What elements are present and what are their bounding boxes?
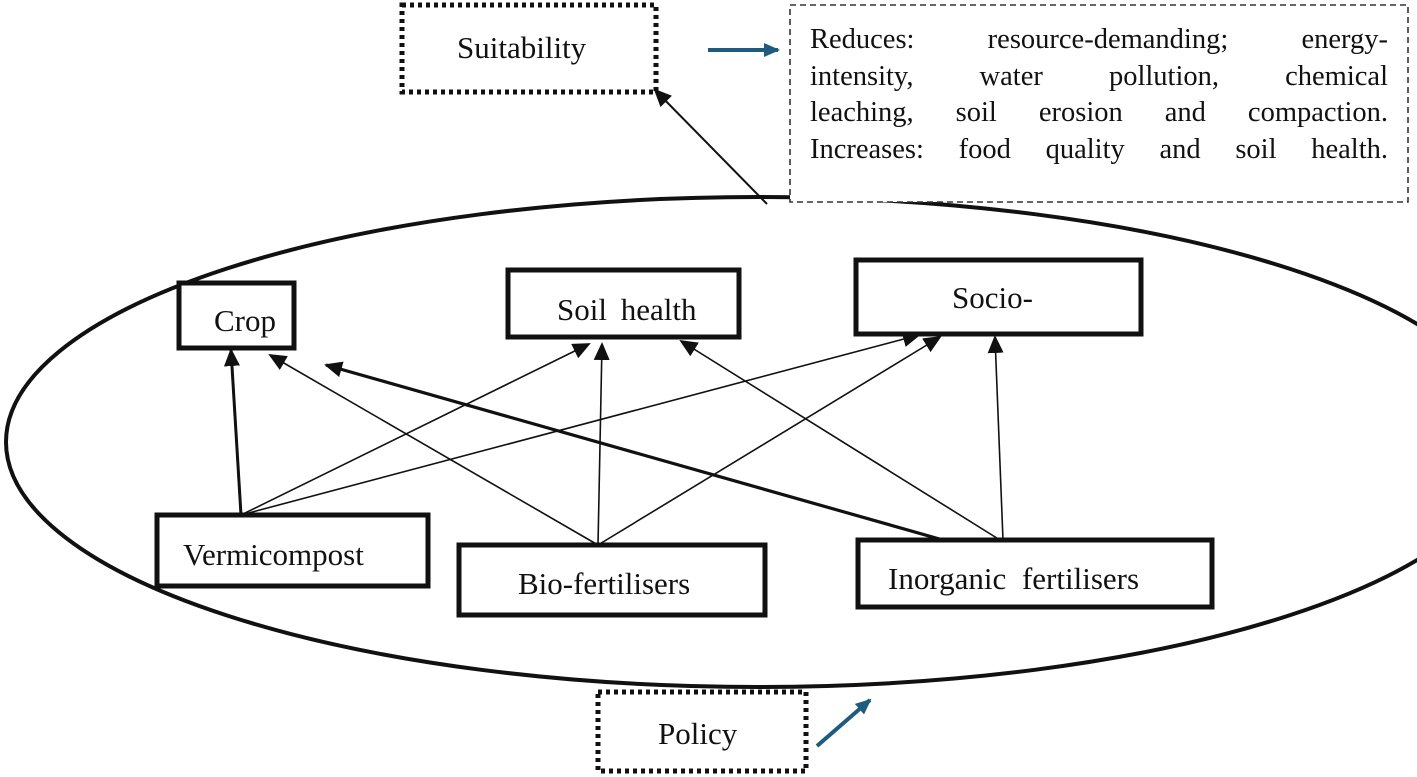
- suitability-box: [399, 2, 659, 95]
- crop-label: Crop: [214, 303, 276, 338]
- arrow-bio-socio: [597, 335, 942, 546]
- info-line: Increases: food quality and soil health.: [810, 133, 1388, 165]
- arrow-inorganic-socio: [987, 335, 1004, 541]
- vermicompost-box: [154, 512, 431, 589]
- arrow-vermicompost-socio: [240, 331, 921, 516]
- suitability-label: Suitability: [457, 30, 587, 65]
- socio-label: Socio-: [952, 280, 1033, 315]
- arrow-vermicompost-crop: [223, 348, 243, 516]
- arrow-vermicompost-soil-health: [240, 343, 591, 516]
- vermicompost-label: Vermicompost: [183, 537, 364, 572]
- socio-box: [853, 257, 1144, 337]
- arrow-bio-crop: [268, 353, 599, 546]
- system-ellipse: [4, 195, 1417, 689]
- crop-box: [176, 280, 297, 351]
- info-line: Reduces: resource-demanding; energy-: [810, 24, 1388, 55]
- soil-health-box: [505, 267, 742, 340]
- info-box-text: Reduces: resource-demanding; energy- int…: [810, 22, 1388, 168]
- info-line: leaching, soil erosion and compaction.: [810, 97, 1388, 128]
- arrow-inorganic-soil-health: [679, 339, 1001, 541]
- policy-label: Policy: [658, 716, 738, 751]
- inorganic-fertilisers-label: Inorganic fertilisers: [888, 561, 1140, 596]
- bio-fertilisers-label: Bio-fertilisers: [518, 566, 691, 601]
- arrow-bio-soil-health: [593, 342, 610, 546]
- policy-box: [595, 689, 809, 774]
- info-box-frame: [789, 4, 1409, 203]
- arrow-inorganic-crop: [324, 361, 944, 542]
- info-line: intensity, water pollution, chemical: [810, 60, 1388, 92]
- inorganic-fertilisers-box: [855, 537, 1215, 610]
- arrow-system-suitability: [653, 88, 768, 205]
- arrow-policy-system: [815, 698, 872, 748]
- soil-health-label: Soil health: [557, 292, 697, 327]
- bio-fertilisers-box: [456, 542, 768, 618]
